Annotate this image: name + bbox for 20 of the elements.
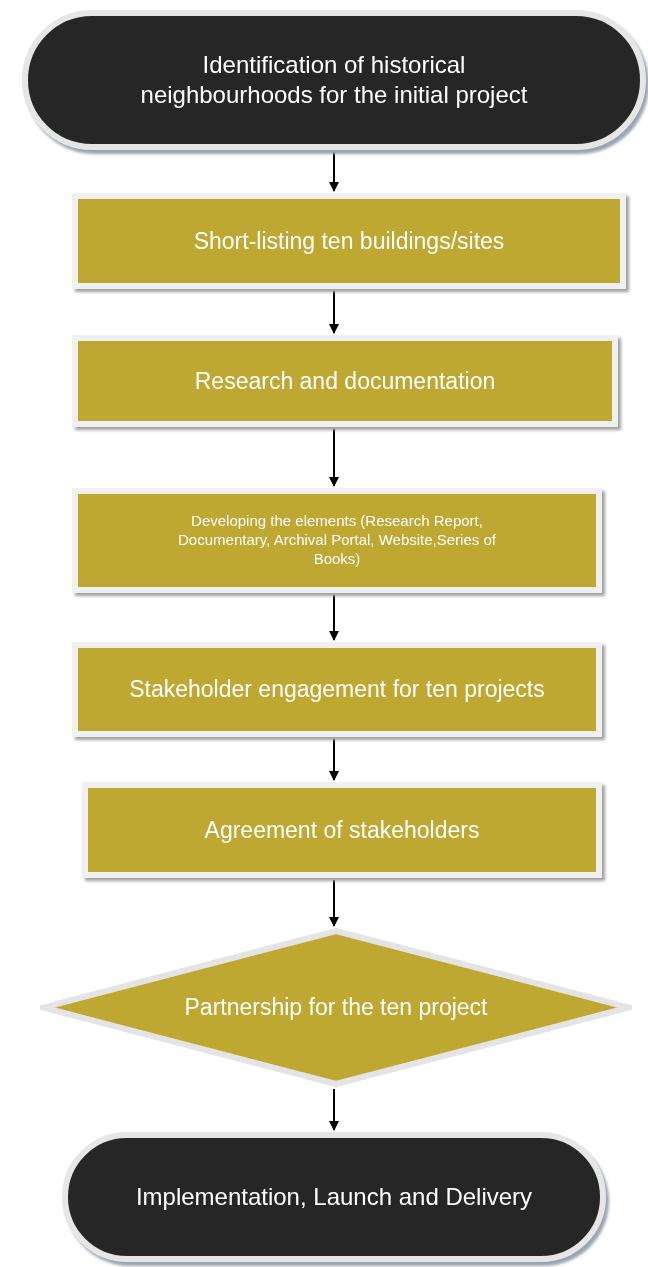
node-label: Short-listing ten buildings/sites <box>193 226 505 256</box>
process-box <box>72 335 618 427</box>
arrow <box>329 594 339 641</box>
arrow <box>329 879 339 927</box>
process-box <box>72 193 626 289</box>
process-box <box>72 488 602 593</box>
arrow <box>329 1088 339 1131</box>
node-label: Partnership for the ten project <box>184 993 488 1022</box>
node-label: Research and documentation <box>194 366 496 396</box>
node-label: Identification of historical neighbourhoods for the initial project <box>139 50 529 110</box>
arrow <box>329 290 339 334</box>
node-label: Developing the elements (Research Report, Documentary, Archival Portal, Website,Series of Books) <box>177 512 497 569</box>
node-label: Stakeholder engagement for ten projects <box>129 675 545 704</box>
node-label: Implementation, Launch and Delivery <box>135 1182 533 1212</box>
process-box <box>72 642 602 737</box>
arrow <box>329 738 339 781</box>
process-box <box>82 782 602 878</box>
arrow <box>329 428 339 487</box>
node-label: Agreement of stakeholders <box>204 815 480 845</box>
arrow <box>329 151 339 192</box>
